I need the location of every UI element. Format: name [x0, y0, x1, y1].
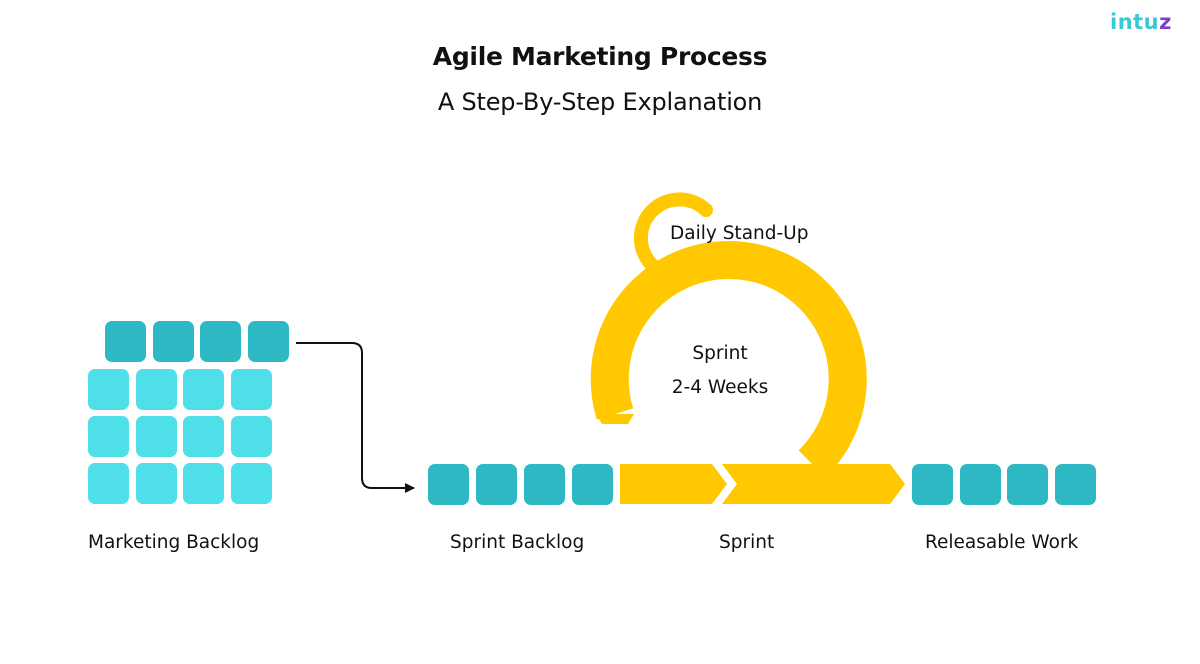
releasable-item	[912, 464, 953, 505]
sprint-backlog-row	[428, 464, 613, 505]
daily-standup-label: Daily Stand-Up	[670, 223, 809, 244]
backlog-item	[136, 463, 177, 504]
backlog-item	[183, 416, 224, 457]
backlog-item	[136, 369, 177, 410]
releasable-work-label: Releasable Work	[925, 532, 1079, 553]
sprint-duration-label: 2-4 Weeks	[671, 377, 769, 398]
marketing-backlog-grid	[88, 369, 272, 504]
sprint-loop-label: Sprint	[692, 343, 748, 364]
releasable-work-row	[912, 464, 1096, 505]
flow-arrow	[296, 342, 415, 493]
daily-standup-loop	[633, 192, 713, 273]
backlog-item	[248, 321, 289, 362]
page-subtitle: A Step-By-Step Explanation	[437, 88, 763, 116]
backlog-item	[183, 369, 224, 410]
releasable-item	[960, 464, 1001, 505]
backlog-item	[88, 463, 129, 504]
backlog-item	[231, 416, 272, 457]
backlog-item	[183, 463, 224, 504]
sprint-backlog-label: Sprint Backlog	[450, 532, 585, 553]
sprint-chevron-right	[722, 464, 905, 504]
sprint-cycle-loop	[590, 241, 867, 478]
backlog-item	[105, 321, 146, 362]
page-title: Agile Marketing Process	[432, 42, 768, 71]
releasable-item	[1055, 464, 1096, 505]
marketing-backlog-top-row	[105, 321, 289, 362]
sprint-stage-label: Sprint	[719, 532, 775, 553]
backlog-item	[200, 321, 241, 362]
backlog-item	[88, 369, 129, 410]
marketing-backlog-label: Marketing Backlog	[88, 532, 260, 553]
sprint-backlog-item	[524, 464, 565, 505]
sprint-loop	[590, 192, 905, 504]
backlog-item	[136, 416, 177, 457]
sprint-backlog-item	[572, 464, 613, 505]
backlog-item	[88, 416, 129, 457]
sprint-backlog-item	[476, 464, 517, 505]
intuz-logo: intuz	[1110, 10, 1172, 34]
releasable-item	[1007, 464, 1048, 505]
logo-text: intu	[1110, 10, 1160, 34]
sprint-chevron-left	[620, 464, 727, 504]
backlog-item	[153, 321, 194, 362]
logo-text-accent: z	[1159, 10, 1172, 34]
backlog-item	[231, 463, 272, 504]
sprint-backlog-item	[428, 464, 469, 505]
backlog-item	[231, 369, 272, 410]
loop-tip	[596, 414, 634, 424]
